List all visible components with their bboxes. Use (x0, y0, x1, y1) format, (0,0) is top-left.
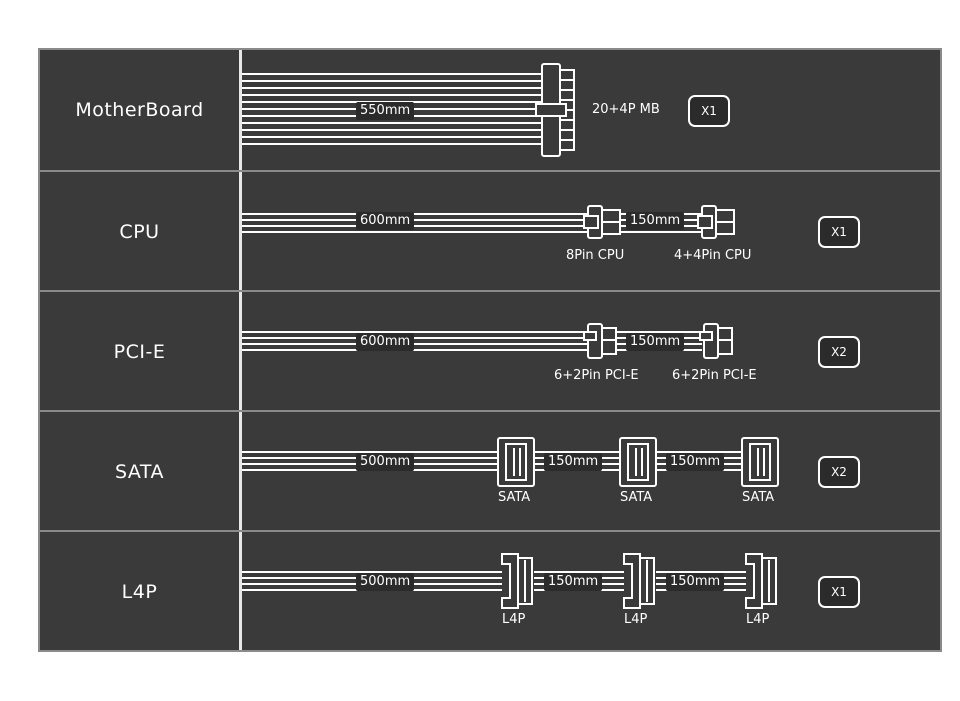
sata-cable-drawing (242, 437, 779, 487)
pcie-extension-length: 150mm (626, 333, 685, 351)
l4p-connector-1-icon (501, 553, 533, 609)
row-divider (40, 410, 940, 412)
cpu-4plus4pin-connector-icon (697, 205, 735, 239)
l4p-cable-length: 500mm (356, 573, 415, 591)
l4p-cable-drawing (242, 553, 777, 609)
row-motherboard: MotherBoard (40, 50, 940, 170)
motherboard-cable-diagram: 550mm 20+4P MB X1 (242, 50, 940, 170)
row-divider (40, 170, 940, 172)
motherboard-connector-label: 20+4P MB (592, 102, 660, 117)
sata-connector-3-icon (741, 437, 779, 487)
sata-extension-length-2: 150mm (666, 453, 725, 471)
l4p-connector-2-icon (623, 553, 655, 609)
column-divider (239, 50, 242, 650)
row-label-l4p: L4P (121, 581, 158, 603)
sata-connector-2-icon (619, 437, 657, 487)
l4p-quantity-badge: X1 (818, 576, 860, 608)
pcie-quantity-badge: X2 (818, 336, 860, 368)
row-divider (40, 530, 940, 532)
row-label-cpu: CPU (119, 221, 160, 243)
pcie-connector-2-label: 6+2Pin PCI-E (672, 368, 757, 383)
l4p-connector-3-label: L4P (746, 612, 770, 627)
sata-cable-length: 500mm (356, 453, 415, 471)
cpu-connector-1-label: 8Pin CPU (566, 248, 625, 263)
cpu-cable-diagram: 600mm 150mm 8Pin CPU 4+4Pin CPU X1 (242, 172, 940, 292)
l4p-connector-2-label: L4P (624, 612, 648, 627)
l4p-cable-diagram: 500mm 150mm 150mm L4P L4P L4P X1 (242, 532, 940, 652)
mb-24pin-connector-icon (535, 63, 575, 157)
sata-connector-1-label: SATA (498, 490, 531, 505)
cpu-cable-length: 600mm (356, 212, 415, 230)
row-cpu: CPU (40, 172, 940, 292)
pcie-cable-diagram: 600mm 150mm 6+2Pin PCI-E 6+2Pin PCI-E X2 (242, 292, 940, 412)
row-label-pcie: PCI-E (113, 341, 166, 363)
cpu-extension-length: 150mm (626, 212, 685, 230)
pcie-connector-1-icon (583, 323, 617, 359)
l4p-extension-length-2: 150mm (666, 573, 725, 591)
sata-connector-3-label: SATA (742, 490, 775, 505)
l4p-connector-3-icon (745, 553, 777, 609)
cpu-quantity-badge: X1 (818, 216, 860, 248)
pcie-connector-1-label: 6+2Pin PCI-E (554, 368, 639, 383)
pcie-cable-length: 600mm (356, 333, 415, 351)
sata-connector-2-label: SATA (620, 490, 653, 505)
row-sata: SATA (40, 412, 940, 532)
motherboard-wire-bundle (242, 73, 542, 145)
l4p-extension-length-1: 150mm (544, 573, 603, 591)
sata-cable-diagram: 500mm 150mm 150mm SATA SATA SATA X2 (242, 412, 940, 532)
motherboard-cable-length: 550mm (356, 102, 415, 120)
cpu-8pin-connector-icon (583, 205, 621, 239)
sata-quantity-badge: X2 (818, 456, 860, 488)
row-label-sata: SATA (114, 461, 165, 483)
pcie-connector-2-icon (699, 323, 733, 359)
motherboard-quantity-badge: X1 (688, 95, 730, 127)
l4p-connector-1-label: L4P (502, 612, 526, 627)
sata-connector-1-icon (497, 437, 535, 487)
motherboard-cable-drawing (242, 63, 575, 157)
cpu-connector-2-label: 4+4Pin CPU (674, 248, 752, 263)
row-label-motherboard: MotherBoard (75, 99, 204, 121)
row-divider (40, 290, 940, 292)
row-pcie: PCI-E (40, 292, 940, 412)
cable-spec-table: MotherBoard (38, 48, 942, 652)
row-l4p: L4P (40, 532, 940, 652)
sata-extension-length-1: 150mm (544, 453, 603, 471)
